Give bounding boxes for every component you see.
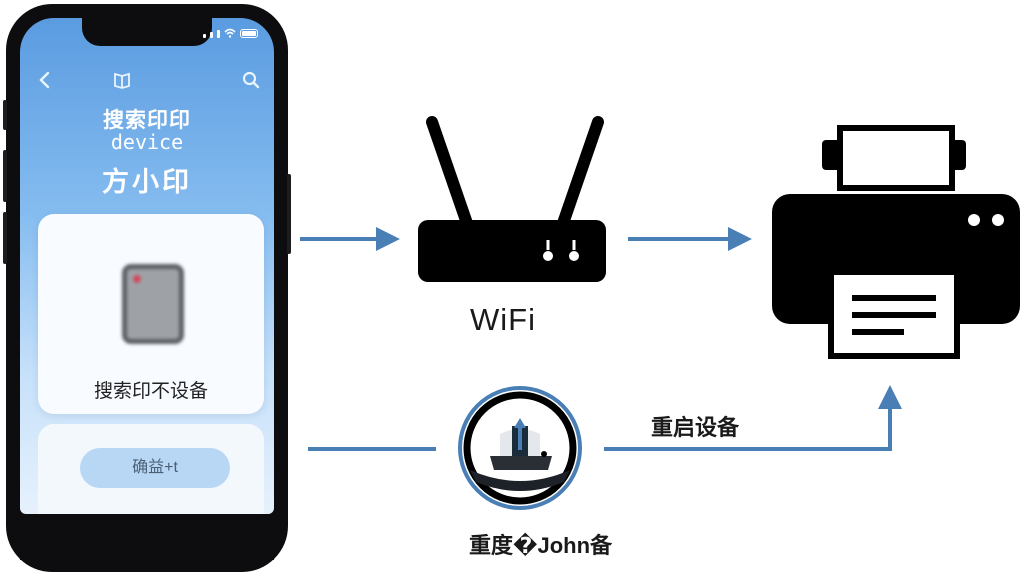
confirm-button[interactable]: 确益+t: [80, 448, 230, 488]
search-icon[interactable]: [242, 70, 260, 90]
repeater-label: 重度�John备: [469, 533, 613, 558]
status-dot: [133, 275, 141, 283]
router-label: WiFi: [470, 302, 536, 337]
phone: 搜索印印 device 方小印 搜索印不设备 确益+t: [3, 4, 291, 572]
router-icon: [418, 116, 606, 282]
device-name: 方小印: [102, 167, 192, 197]
device-search-card[interactable]: 搜索印不设备: [38, 214, 264, 414]
printer-icon: [772, 125, 1020, 359]
page-subtitle: device: [110, 130, 184, 154]
app-nav-bar: [20, 68, 274, 92]
phone-screen: 搜索印印 device 方小印 搜索印不设备 确益+t: [20, 18, 274, 514]
phone-power-button: [287, 174, 291, 254]
signal-icon: [203, 34, 206, 38]
chevron-left-icon[interactable]: [38, 70, 52, 90]
arrow-repeater-to-printer: [604, 385, 902, 451]
phone-volume-up: [3, 150, 7, 202]
book-icon[interactable]: [112, 70, 132, 90]
signal-icon: [210, 32, 213, 38]
device-image: [122, 264, 184, 344]
phone-silent-switch: [3, 100, 7, 130]
phone-notch: [82, 18, 212, 46]
page-title: 搜索印印: [103, 109, 191, 132]
wifi-icon: [224, 28, 236, 38]
action-card: 确益+t: [38, 424, 264, 514]
battery-icon: [240, 29, 258, 38]
repeater-icon: [458, 386, 582, 510]
device-search-label: 搜索印不设备: [93, 381, 208, 402]
status-bar: [203, 28, 258, 38]
signal-icon: [217, 30, 220, 38]
phone-bottom-bezel: [20, 516, 274, 560]
reboot-label: 重启设备: [651, 415, 740, 440]
phone-volume-down: [3, 212, 7, 264]
